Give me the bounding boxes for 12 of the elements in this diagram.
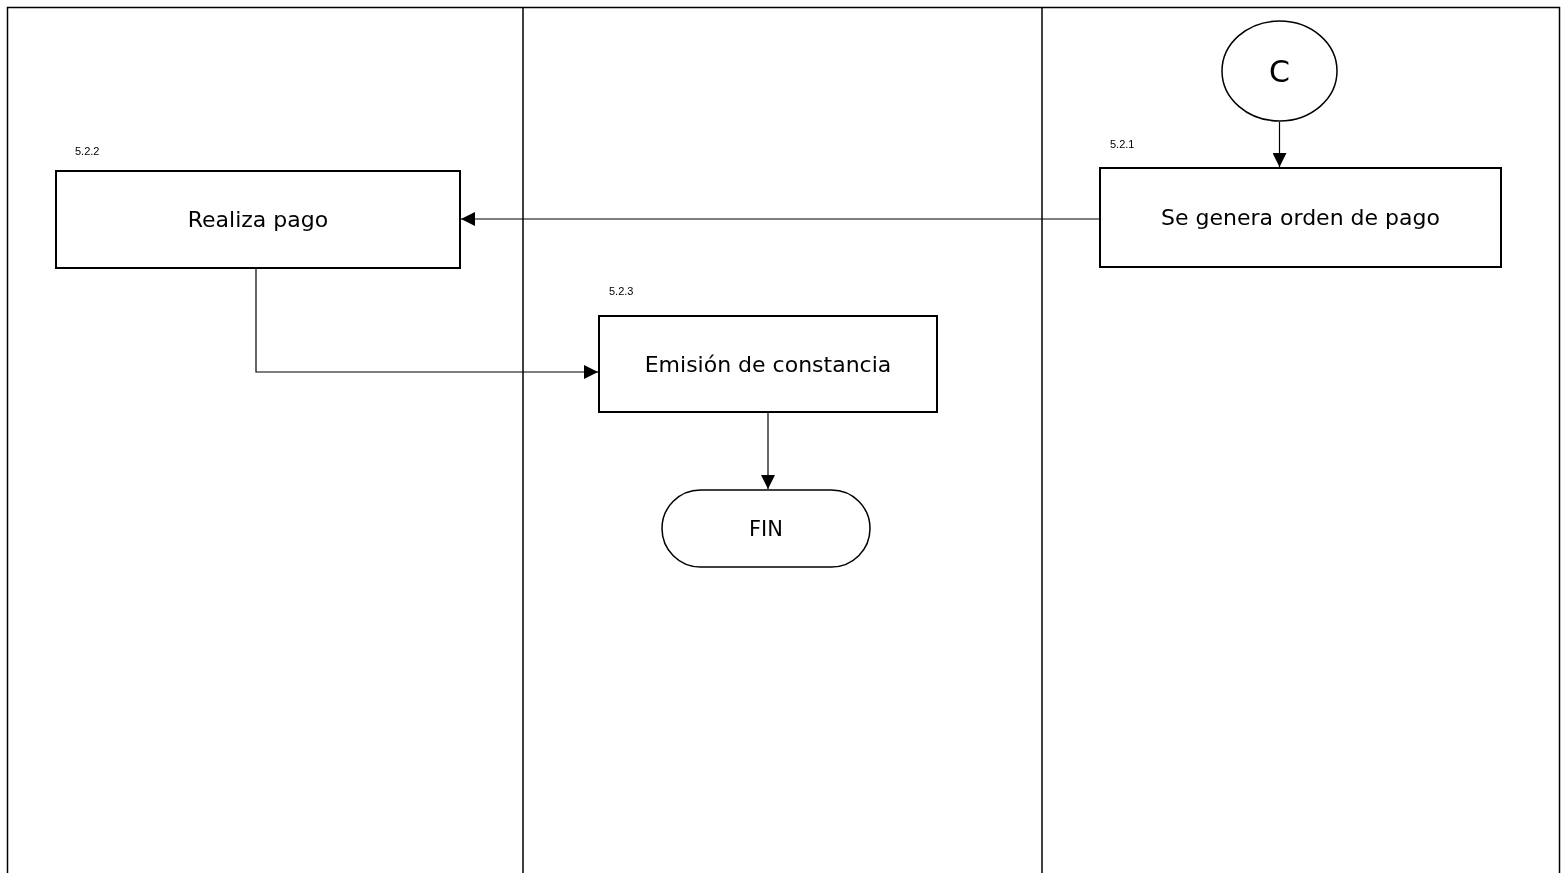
arrow — [460, 212, 1100, 226]
node-label: Se genera orden de pago — [1161, 205, 1440, 230]
node-label: Realiza pago — [187, 207, 329, 232]
node-label: C — [1269, 53, 1290, 89]
step-number: 5.2.2 — [75, 145, 100, 157]
node-label: Emisión de constancia — [644, 351, 892, 377]
arrow — [1272, 121, 1287, 168]
step-number: 5.2.3 — [609, 285, 634, 297]
arrow — [761, 412, 775, 490]
arrow — [255, 268, 599, 379]
step-number: 5.2.1 — [1110, 138, 1135, 150]
node-label: FIN — [749, 516, 783, 541]
